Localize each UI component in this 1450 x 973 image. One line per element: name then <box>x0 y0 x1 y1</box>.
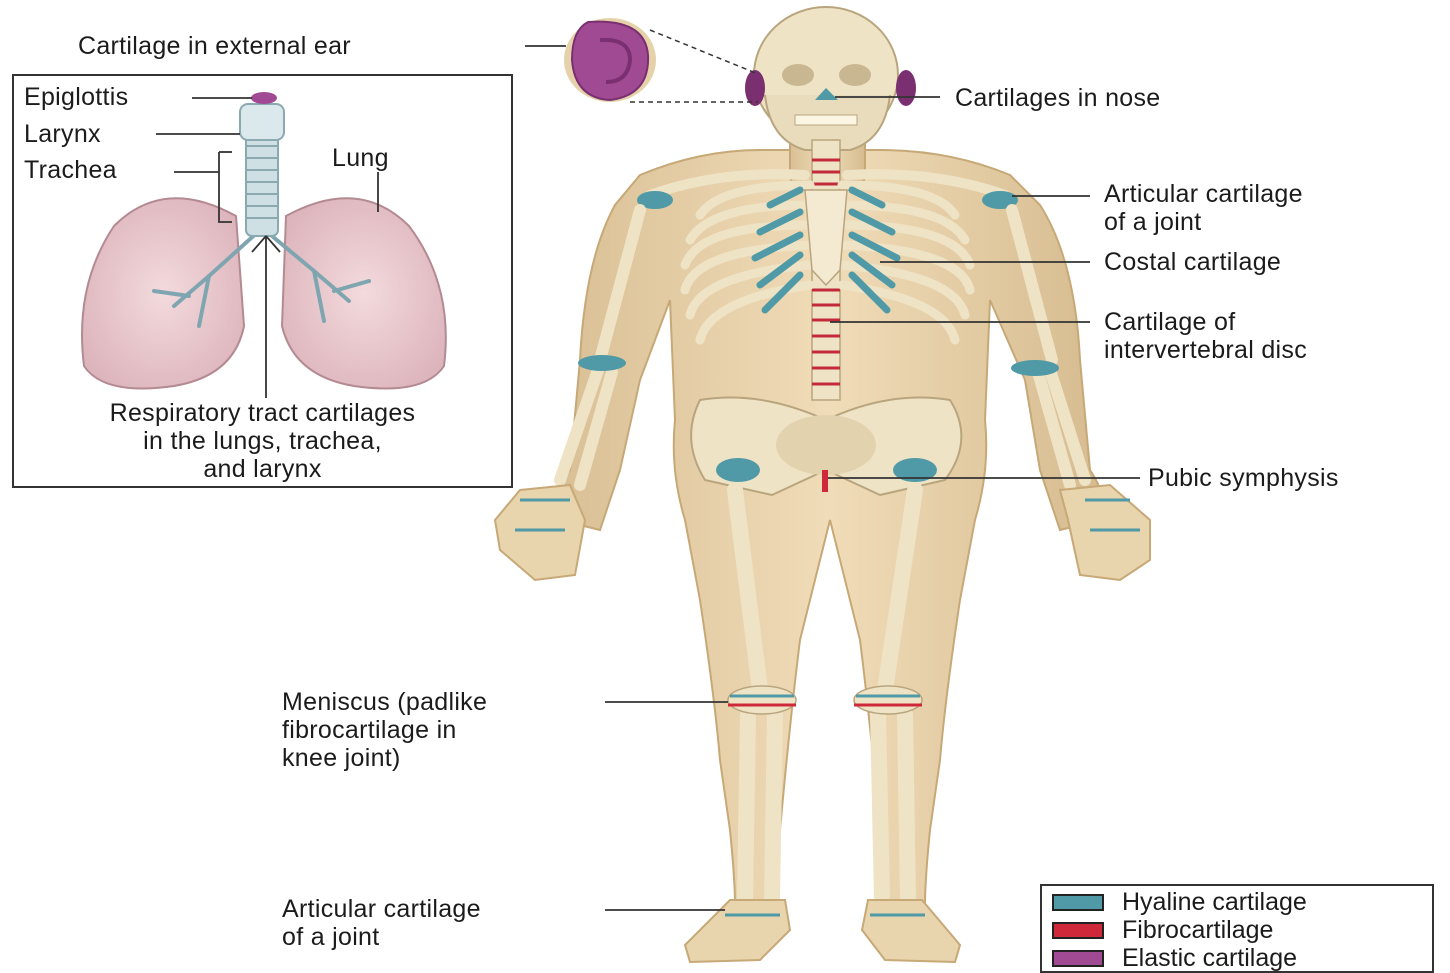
inset-caption-line3: and larynx <box>14 455 511 483</box>
knee-joints <box>728 686 922 714</box>
feet <box>685 900 960 962</box>
legend-swatch-fibro <box>1052 922 1104 939</box>
label-intervertebral-disc: Cartilage of intervertebral disc <box>1104 308 1307 364</box>
label-external-ear: Cartilage in external ear <box>78 32 351 60</box>
label-articular-joint-top: Articular cartilage of a joint <box>1104 180 1303 236</box>
inset-caption: Respiratory tract cartilages in the lung… <box>14 399 511 483</box>
label-nose-cartilage: Cartilages in nose <box>955 84 1161 112</box>
label-articular-joint-top-line1: Articular cartilage <box>1104 180 1303 208</box>
legend: Hyaline cartilage Fibrocartilage Elastic… <box>1040 884 1434 973</box>
legend-item-fibro: Fibrocartilage <box>1052 916 1273 944</box>
inset-label-trachea: Trachea <box>24 156 117 184</box>
label-meniscus-line1: Meniscus (padlike <box>282 688 487 716</box>
legend-swatch-elastic <box>1052 950 1104 967</box>
label-meniscus-line3: knee joint) <box>282 744 487 772</box>
label-meniscus: Meniscus (padlike fibrocartilage in knee… <box>282 688 487 772</box>
respiratory-inset: Epiglottis Larynx Trachea Lung Respirato… <box>12 74 513 488</box>
label-articular-joint-bottom-line2: of a joint <box>282 923 481 951</box>
legend-swatch-hyaline <box>1052 894 1104 911</box>
inset-caption-line2: in the lungs, trachea, <box>14 427 511 455</box>
skull <box>745 7 916 150</box>
label-articular-joint-bottom: Articular cartilage of a joint <box>282 895 481 951</box>
external-ear <box>564 18 656 102</box>
legend-label-fibro: Fibrocartilage <box>1122 916 1273 945</box>
legend-label-hyaline: Hyaline cartilage <box>1122 888 1307 917</box>
inset-caption-line1: Respiratory tract cartilages <box>14 399 511 427</box>
label-articular-joint-bottom-line1: Articular cartilage <box>282 895 481 923</box>
inset-label-epiglottis: Epiglottis <box>24 83 128 111</box>
ear-connector-line-top <box>650 30 758 74</box>
label-pubic-symphysis: Pubic symphysis <box>1148 464 1339 492</box>
legend-item-elastic: Elastic cartilage <box>1052 944 1297 972</box>
inset-label-lung: Lung <box>332 144 389 172</box>
label-articular-joint-top-line2: of a joint <box>1104 208 1303 236</box>
label-intervertebral-line2: intervertebral disc <box>1104 336 1307 364</box>
label-intervertebral-line1: Cartilage of <box>1104 308 1307 336</box>
label-meniscus-line2: fibrocartilage in <box>282 716 487 744</box>
inset-label-larynx: Larynx <box>24 120 101 148</box>
legend-item-hyaline: Hyaline cartilage <box>1052 888 1307 916</box>
label-costal-cartilage: Costal cartilage <box>1104 248 1281 276</box>
legend-label-elastic: Elastic cartilage <box>1122 944 1297 973</box>
